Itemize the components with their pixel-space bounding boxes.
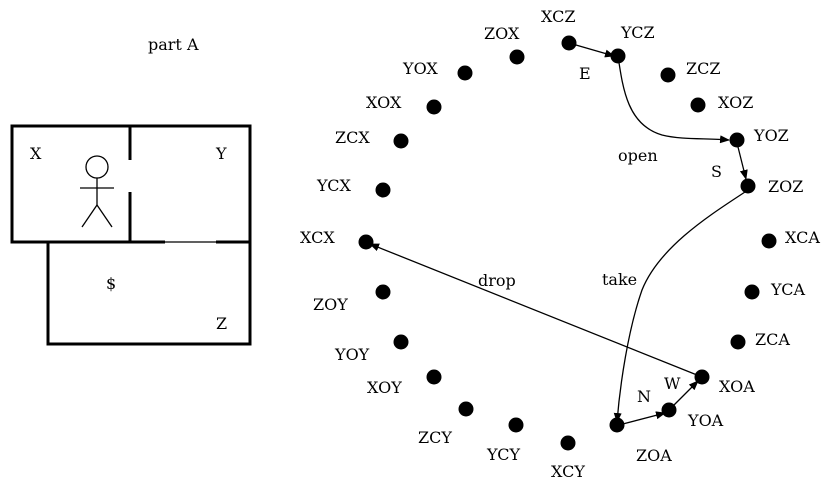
state-label-ycx: YCX [316,176,352,195]
state-node-yoz [729,132,745,148]
state-label-xoy: XOY [367,378,402,397]
state-node-zca [730,334,746,350]
edge-drop [369,243,703,378]
room-x-label: X [30,144,42,163]
room-y-walls [130,124,252,244]
state-label-yox: YOX [402,59,438,78]
state-node-xoy [426,369,442,385]
state-label-xcy: XCY [551,462,585,480]
state-node-xoa [694,369,710,385]
state-node-ycz [610,48,626,64]
state-labels: XCZ YCZ ZCZ XOZ YOZ ZOZ XCA YCA ZCA XOA … [300,7,820,480]
state-label-zoz: ZOZ [768,177,803,196]
state-label-zox: ZOX [484,24,520,43]
edge-label-e: E [579,64,591,83]
state-node-xox [426,99,442,115]
state-node-yoy [393,334,409,350]
state-label-xoa: XOA [719,377,755,396]
state-node-ycy [508,417,524,433]
state-label-xca: XCA [785,228,820,247]
state-label-zcz: ZCZ [686,59,720,78]
state-node-zcx [393,133,409,149]
edge-s [736,142,748,180]
room-y-label: Y [215,144,227,163]
state-node-yca [744,284,760,300]
edge-label-open: open [618,146,658,165]
room-x-walls [10,124,130,244]
state-label-zcy: ZCY [418,428,452,447]
state-node-zoa [609,417,625,433]
state-node-xcx [358,234,374,250]
state-node-zox [509,49,525,65]
state-label-ycy: YCY [486,445,521,464]
state-node-yoa [661,402,677,418]
edge-open [617,55,730,144]
state-label-zoa: ZOA [636,446,672,465]
room-z-label: Z [216,314,227,333]
state-label-yoz: YOZ [753,126,789,145]
state-node-zoy [375,284,391,300]
state-node-zoz [740,178,756,194]
state-node-yox [457,65,473,81]
edge-label-n: N [637,387,651,406]
state-node-xca [761,233,777,249]
state-label-xox: XOX [366,93,402,112]
state-label-xcz: XCZ [541,7,575,26]
edge-label-w: W [664,374,681,393]
state-label-xcx: XCX [300,228,335,247]
state-label-yoy: YOY [334,345,370,364]
edge-label-s: S [711,162,722,181]
state-label-ycz: YCZ [620,23,655,42]
state-nodes [358,35,777,451]
state-node-zcz [660,67,676,83]
state-label-yoa: YOA [687,411,724,430]
state-label-zoy: ZOY [313,295,348,314]
state-label-xoz: XOZ [718,93,753,112]
state-label-zca: ZCA [755,330,790,349]
state-node-xoz [690,97,706,113]
floor-plan [10,124,252,346]
state-node-xcy [560,435,576,451]
edge-label-take: take [602,270,637,289]
state-label-zcx: ZCX [335,128,370,147]
state-node-zcy [458,401,474,417]
edge-label-drop: drop [478,271,516,290]
room-z-walls [46,242,252,346]
state-label-yca: YCA [770,280,806,299]
stick-figure-icon [80,155,114,228]
edge-e [568,42,615,58]
state-node-ycx [375,182,391,198]
state-node-xcz [561,35,577,51]
edge-n [618,411,666,426]
edge-take [613,189,749,423]
money-label: $ [106,274,116,293]
part-label: part A [148,35,199,54]
transition-edges [369,42,749,426]
